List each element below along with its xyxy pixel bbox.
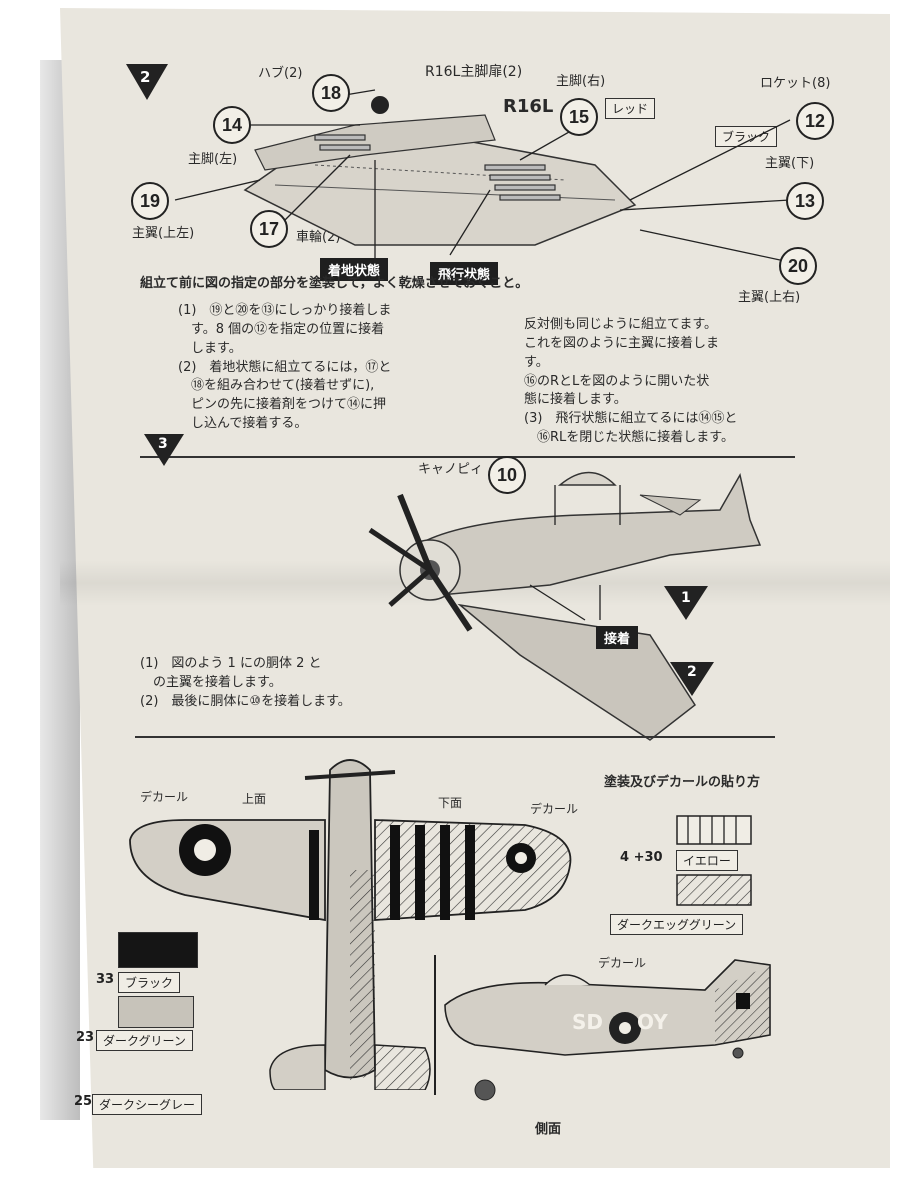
- part-17: 17: [250, 210, 288, 248]
- label-main-leg-left: 主脚(左): [188, 152, 238, 167]
- legend-name-sea-grey: ダークシーグレー: [92, 1094, 203, 1115]
- label-bottom-view: 下面: [438, 796, 463, 810]
- text-line: す。8 個の⑫を指定の位置に接着: [178, 321, 385, 337]
- code-letters-sd: SD: [572, 1010, 604, 1034]
- text-line: (2) 着地状態に組立てるには，⑰と: [178, 359, 392, 375]
- label-side-view: 側面: [535, 1122, 562, 1137]
- legend-name-dark-earth: ダークエッググリーン: [610, 914, 744, 935]
- part-15: 15: [560, 98, 598, 136]
- label-wing-upper-left: 主翼(上左): [132, 226, 195, 241]
- text-line: ⑯RLを閉じた状態に接着します。: [524, 430, 734, 446]
- text-line: 反対側も同じように組立てます。: [524, 317, 718, 332]
- label-wheel: 車輪(2): [296, 230, 341, 245]
- marker-2-number: 2: [687, 664, 697, 680]
- text-line: (3) 飛行状態に組立てるには⑭⑮と: [524, 411, 738, 427]
- label-r16l: R16L: [503, 96, 554, 117]
- label-door: R16L主脚扉(2): [425, 64, 523, 80]
- text-line: これを図のように主翼に接着しま: [524, 335, 720, 351]
- legend-num-dark-green: 23: [76, 1030, 95, 1045]
- text-line: 態に接着します。: [524, 392, 627, 408]
- step2-intro: 組立て前に図の指定の部分を塗装して，よく乾燥させておくこと。: [140, 276, 529, 291]
- step-3-marker: [144, 434, 184, 466]
- marker-2: [670, 662, 714, 696]
- fuselage-assembly-drawing: [368, 471, 762, 741]
- step2-right-text: 反対側も同じように組立てます。 これを図のように主翼に接着しま す。 ⑯のRとL…: [524, 316, 737, 448]
- label-decal-side: デカール: [598, 956, 647, 970]
- legend-name-black: ブラック: [118, 972, 181, 993]
- side-view-drawing: [434, 955, 771, 1101]
- swatch-dark-earth: [676, 874, 752, 906]
- label-attach: 接着: [596, 626, 639, 649]
- legend-name-dark-green: ダークグリーン: [96, 1030, 193, 1051]
- divider-step3: [140, 456, 795, 458]
- legend-num-sea-grey: 25: [74, 1094, 93, 1109]
- legend-num-black: 33: [96, 972, 115, 987]
- part-20: 20: [779, 247, 817, 285]
- text-line: します。: [178, 340, 242, 356]
- label-flight: 飛行状態: [430, 262, 499, 285]
- part-19: 19: [131, 182, 169, 220]
- step2-left-text: (1) ⑲と⑳を⑬にしっかり接着しま す。8 個の⑫を指定の位置に接着 します。…: [178, 302, 391, 434]
- swatch-black: [118, 932, 198, 968]
- step-2-number: 2: [140, 68, 151, 86]
- part-10: 10: [488, 456, 526, 494]
- part-14: 14: [213, 106, 251, 144]
- label-main-leg-right: 主脚(右): [556, 74, 606, 89]
- text-line: し込んで接着する。: [178, 416, 308, 432]
- text-line: (1) ⑲と⑳を⑬にしっかり接着しま: [178, 303, 392, 318]
- marker-1-number: 1: [681, 590, 691, 606]
- step-3-number: 3: [158, 436, 168, 452]
- text-line: の主翼を接着します。: [140, 674, 282, 690]
- part-12: 12: [796, 102, 834, 140]
- step3-text: (1) 図のよう 1 にの胴体 2 と の主翼を接着します。 (2) 最後に胴体…: [140, 655, 351, 712]
- text-line: ⑱を組み合わせて(接着せずに),: [178, 378, 375, 394]
- step-2-marker: [126, 64, 168, 100]
- label-black: ブラック: [715, 126, 778, 147]
- label-wing-lower: 主翼(下): [765, 156, 815, 171]
- label-landed: 着地状態: [320, 258, 389, 281]
- text-line: す。: [524, 354, 549, 370]
- marker-1: [664, 586, 708, 620]
- label-rocket: ロケット(8): [760, 76, 831, 91]
- label-canopy: キャノピィ: [418, 462, 484, 477]
- part-13: 13: [786, 182, 824, 220]
- label-top-view: 上面: [242, 792, 267, 806]
- plan-view-drawing: [129, 759, 572, 1090]
- text-line: (2) 最後に胴体に⑩を接着します。: [140, 693, 351, 709]
- code-letters-oy: OY: [637, 1010, 668, 1034]
- text-line: ⑯のRとLを図のように開いた状: [524, 373, 710, 389]
- label-decal-top: デカール: [140, 790, 189, 804]
- swatch-dark-green: [118, 996, 194, 1028]
- part-18: 18: [312, 74, 350, 112]
- legend-num-yellow: 4 +30: [620, 850, 663, 865]
- text-line: ピンの先に接着剤をつけて⑭に押: [178, 397, 387, 413]
- divider-painting: [135, 736, 775, 738]
- label-decal-bottom: デカール: [530, 802, 579, 816]
- label-hub: ハブ(2): [258, 66, 303, 81]
- label-red: レッド: [605, 98, 656, 119]
- swatch-yellow: [676, 815, 752, 845]
- legend-name-yellow: イエロー: [676, 850, 738, 871]
- text-line: (1) 図のよう 1 にの胴体 2 と: [140, 656, 322, 671]
- label-wing-upper-right: 主翼(上右): [738, 290, 801, 305]
- painting-title: 塗装及びデカールの貼り方: [604, 775, 761, 790]
